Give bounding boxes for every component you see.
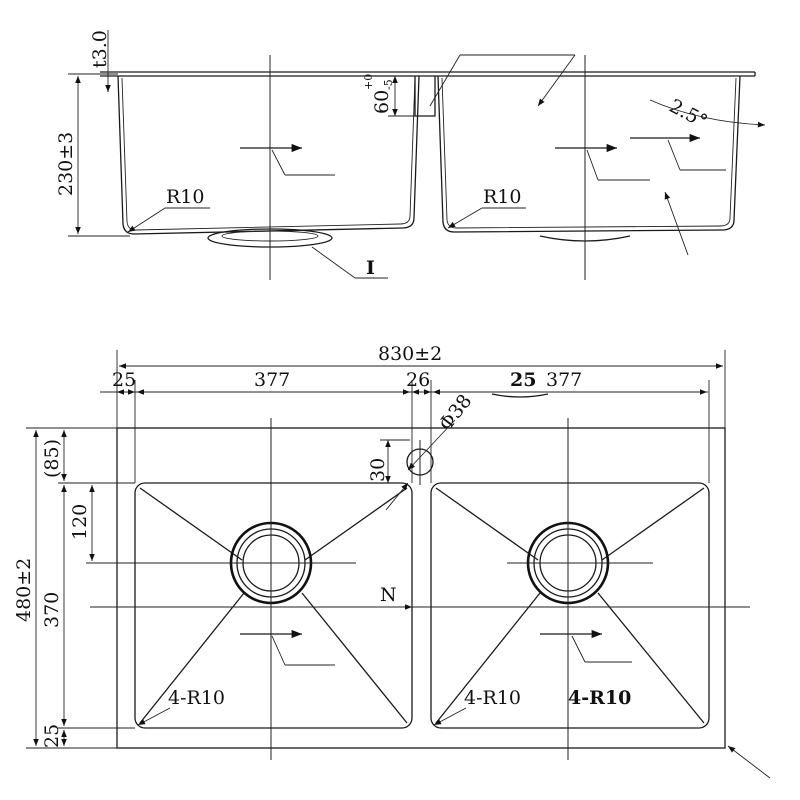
margin-left-label: 25 <box>112 369 136 391</box>
depth-label: 230±3 <box>55 132 77 196</box>
tap-hole-offset-label: 30 <box>367 458 389 482</box>
right-bowl <box>430 482 710 729</box>
right-bowl-section <box>437 75 741 233</box>
overall-depth-label: 480±2 <box>13 558 35 622</box>
divider-width-label: 26 <box>406 369 430 391</box>
divider-tol-lower: -5 <box>382 79 395 90</box>
overall-width-label: 830±2 <box>378 343 442 365</box>
outer-deck <box>116 427 726 749</box>
top-margin-label: (85) <box>41 439 63 478</box>
divider-tol-upper: +0 <box>362 74 375 90</box>
slope-label: 2.5° <box>666 95 711 133</box>
left-bowl <box>134 482 413 729</box>
thickness-label: t3.0 <box>89 30 111 68</box>
radius-right-label: R10 <box>483 186 521 208</box>
plan-view: N 830±2 25 377 26 25 377 Φ38 30 48 <box>13 343 771 779</box>
bowl-depth-label: 370 <box>41 592 63 628</box>
bottom-margin-label: 25 <box>41 724 63 748</box>
detail-callout-label: I <box>366 257 375 279</box>
corner-radius-right-label: 4-R10 <box>568 687 631 709</box>
divider-height-label: 60 <box>371 90 393 114</box>
drain-offset-label: 120 <box>69 504 91 540</box>
corner-radius-left-label: 4-R10 <box>168 687 225 709</box>
side-view: 2.5° t3.0 230±3 60 +0 -5 R10 R10 I <box>55 30 766 280</box>
bowl-right-width-label: 377 <box>546 369 582 391</box>
margin-right-label: 25 <box>510 369 536 391</box>
radius-left-label: R10 <box>166 186 204 208</box>
center-label: N <box>380 584 397 606</box>
divider-section <box>414 76 436 117</box>
bowl-left-width-label: 377 <box>254 369 290 391</box>
corner-radius-mid-label: 4-R10 <box>464 687 521 709</box>
